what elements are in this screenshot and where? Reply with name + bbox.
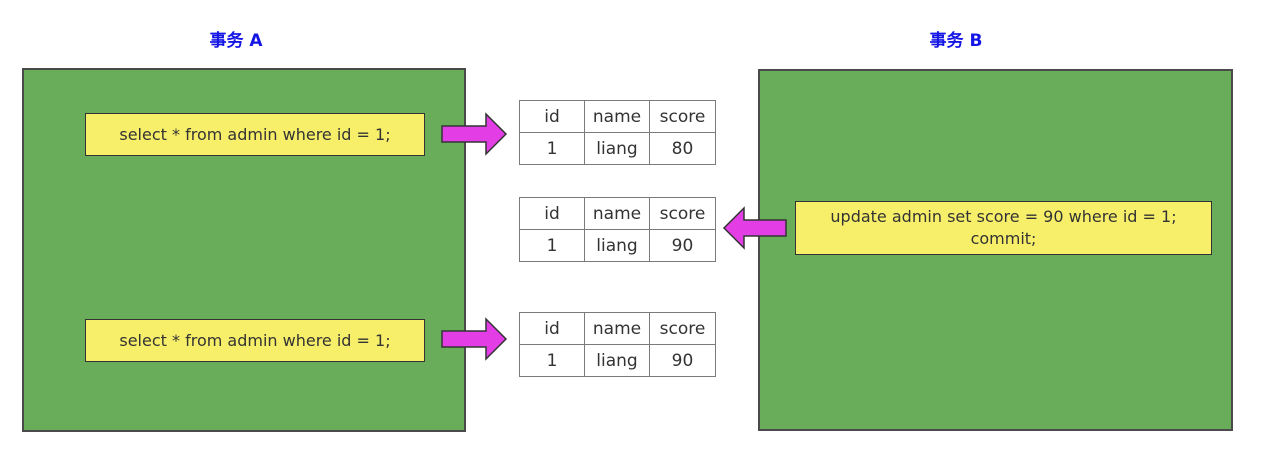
transaction-a-second-select: select * from admin where id = 1; <box>85 319 425 362</box>
header-score: score <box>649 100 716 133</box>
transaction-a-first-select: select * from admin where id = 1; <box>85 113 425 156</box>
cell-id: 1 <box>519 344 585 377</box>
table-row: 1 liang 80 <box>519 132 716 165</box>
cell-name: liang <box>584 132 650 165</box>
result-table-second-read: id name score 1 liang 90 <box>519 312 716 377</box>
right-arrow-icon <box>441 317 508 361</box>
cell-id: 1 <box>519 229 585 262</box>
transaction-b-update-commit: update admin set score = 90 where id = 1… <box>795 201 1212 255</box>
table-header-row: id name score <box>519 312 716 345</box>
cell-score: 90 <box>649 229 716 262</box>
cell-score: 90 <box>649 344 716 377</box>
table-header-row: id name score <box>519 197 716 230</box>
header-id: id <box>519 100 585 133</box>
header-name: name <box>584 100 650 133</box>
result-table-updated: id name score 1 liang 90 <box>519 197 716 262</box>
header-name: name <box>584 312 650 345</box>
header-name: name <box>584 197 650 230</box>
cell-name: liang <box>584 229 650 262</box>
header-score: score <box>649 197 716 230</box>
transaction-b-title: 事务 B <box>929 31 983 51</box>
table-header-row: id name score <box>519 100 716 133</box>
table-row: 1 liang 90 <box>519 344 716 377</box>
commit-statement: commit; <box>970 229 1037 248</box>
header-id: id <box>519 312 585 345</box>
left-arrow-icon <box>722 206 787 250</box>
header-id: id <box>519 197 585 230</box>
right-arrow-icon <box>441 112 508 156</box>
cell-name: liang <box>584 344 650 377</box>
table-row: 1 liang 90 <box>519 229 716 262</box>
transaction-a-title: 事务 A <box>209 31 263 51</box>
cell-id: 1 <box>519 132 585 165</box>
cell-score: 80 <box>649 132 716 165</box>
update-statement: update admin set score = 90 where id = 1… <box>830 207 1177 226</box>
result-table-first-read: id name score 1 liang 80 <box>519 100 716 165</box>
header-score: score <box>649 312 716 345</box>
